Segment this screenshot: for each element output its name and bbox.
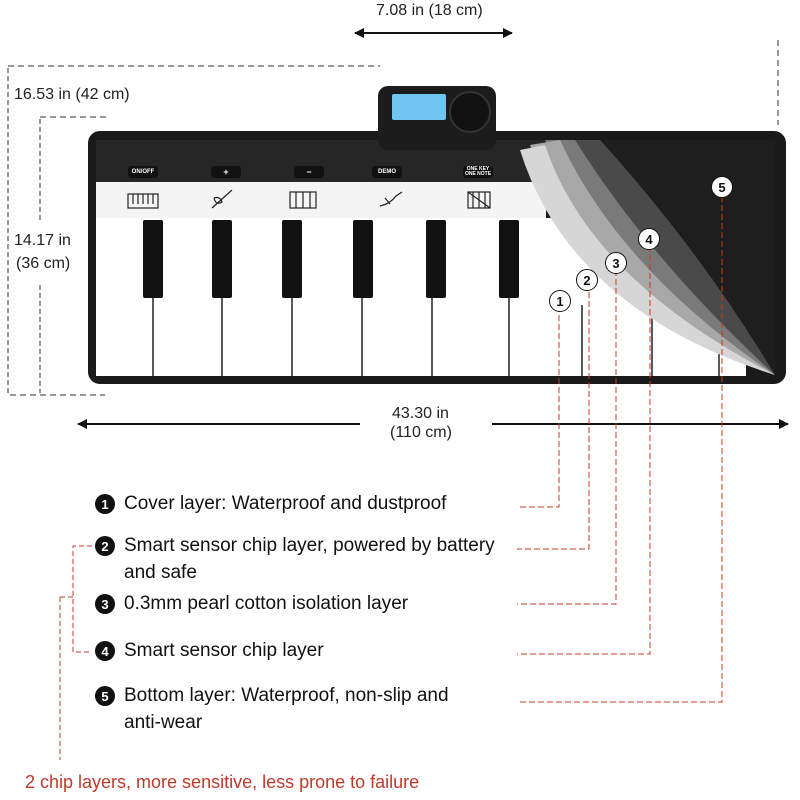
control-on-off: ON/OFF (128, 166, 158, 178)
footnote: 2 chip layers, more sensitive, less pron… (25, 772, 420, 792)
layer-text-2: Smart sensor chip layer, powered by batt… (124, 535, 495, 583)
marker-1: 1 (549, 290, 571, 312)
layer-item-3: 3 0.3mm pearl cotton isolation layer (95, 590, 524, 617)
layer-text-5: Bottom layer: Waterproof, non-slip and a… (124, 685, 449, 733)
control-plus: + (211, 166, 241, 178)
marker-4: 4 (638, 228, 660, 250)
layer-2-peel (530, 140, 775, 375)
layer-num-2: 2 (95, 536, 115, 556)
layer-num-1: 1 (95, 494, 115, 514)
leader-3 (517, 270, 617, 605)
layer-1-peel (520, 145, 775, 375)
height-inner-in-label: 14.17 in (14, 232, 71, 249)
width-top-label: 7.08 in (18 cm) (376, 2, 483, 19)
layer-item-2: 2 Smart sensor chip layer, powered by ba… (95, 532, 504, 586)
layer-num-4: 4 (95, 641, 115, 661)
icon-strip (96, 182, 546, 220)
control-minus: − (294, 166, 324, 178)
control-one-key: ONE KEY ONE NOTE (463, 166, 493, 178)
layer-text-4: Smart sensor chip layer (124, 640, 324, 661)
layer-3-peel (545, 140, 775, 375)
length-in-label: 43.30 in (392, 405, 449, 422)
chip-bracket (59, 545, 92, 760)
height-inner-cm-label: (36 cm) (16, 255, 71, 272)
marker-3: 3 (605, 252, 627, 274)
layer-text-1: Cover layer: Waterproof and dustproof (124, 493, 447, 514)
layer-item-5: 5 Bottom layer: Waterproof, non-slip and… (95, 682, 484, 736)
layer-text-3: 0.3mm pearl cotton isolation layer (124, 593, 409, 614)
instrument-icons (127, 189, 491, 209)
speaker-grille (449, 91, 491, 133)
layer-num-3: 3 (95, 594, 115, 614)
control-box-screen (392, 94, 446, 120)
marker-2: 2 (576, 269, 598, 291)
layer-item-4: 4 Smart sensor chip layer (95, 637, 524, 664)
layer-item-1: 1 Cover layer: Waterproof and dustproof (95, 490, 524, 517)
layer-num-5: 5 (95, 686, 115, 706)
leader-4 (517, 246, 651, 655)
black-keys (143, 220, 519, 298)
leader-1 (517, 306, 560, 508)
leader-2 (517, 292, 590, 550)
leader-5 (517, 196, 723, 703)
leader-lines (517, 196, 723, 703)
height-outer-label: 16.53 in (42 cm) (14, 86, 130, 103)
control-demo: DEMO (372, 166, 402, 178)
white-key-dividers (152, 298, 720, 376)
marker-5: 5 (711, 176, 733, 198)
length-cm-label: (110 cm) (390, 424, 452, 441)
